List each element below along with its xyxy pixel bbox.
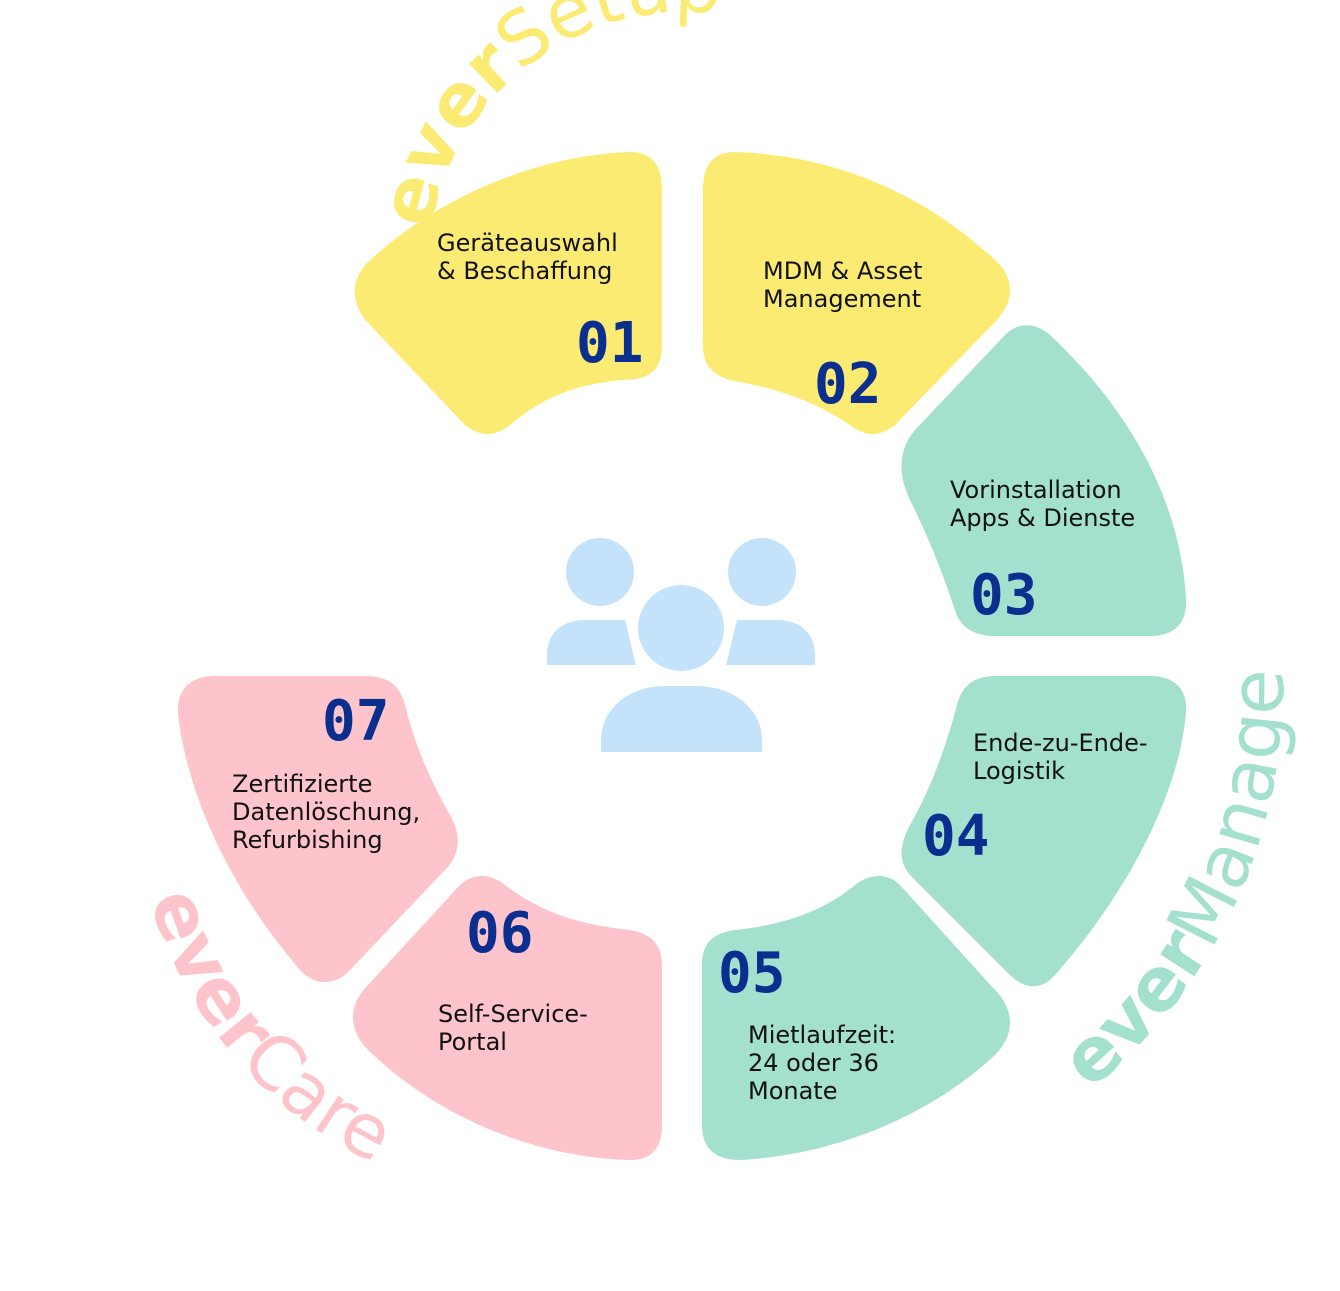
- segment-05-line-2: 24 oder 36: [748, 1049, 879, 1077]
- segment-04-shape: [901, 676, 1187, 987]
- segment-02-label: MDM & Asset Management: [763, 257, 930, 313]
- segment-02-shape: [703, 152, 1010, 434]
- segment-06-number: 06: [466, 901, 533, 966]
- segment-03-label: Vorinstallation Apps & Dienste: [950, 476, 1135, 532]
- segment-07-shape: [177, 676, 458, 982]
- person-left-body: [547, 620, 636, 665]
- segment-07-label: Zertifizierte Datenlöschung, Refurbishin…: [232, 770, 428, 854]
- segment-04-label: Ende-zu-Ende- Logistik: [973, 729, 1155, 785]
- person-right-head: [728, 538, 796, 606]
- segment-04-line-2: Logistik: [973, 757, 1065, 785]
- segment-06-line-1: Self-Service-: [438, 1000, 588, 1028]
- segment-07-line-3: Refurbishing: [232, 826, 383, 854]
- person-center-head: [638, 585, 724, 671]
- segment-06-shape: [353, 876, 662, 1160]
- segment-05: Mietlaufzeit: 24 oder 36 Monate 05: [702, 876, 1010, 1160]
- segment-07: Zertifizierte Datenlöschung, Refurbishin…: [177, 676, 458, 982]
- segment-06-label: Self-Service- Portal: [438, 1000, 595, 1056]
- segment-05-line-1: Mietlaufzeit:: [748, 1021, 896, 1049]
- segment-01-label: Geräteauswahl & Beschaffung: [437, 229, 625, 285]
- segment-01: Geräteauswahl & Beschaffung 01: [354, 152, 662, 434]
- segment-07-line-1: Zertifizierte: [232, 770, 372, 798]
- segment-01-shape: [354, 152, 662, 434]
- segment-07-number: 07: [322, 689, 389, 754]
- segment-05-label: Mietlaufzeit: 24 oder 36 Monate: [748, 1021, 904, 1105]
- segment-02: MDM & Asset Management 02: [703, 152, 1010, 434]
- users-group-icon: [547, 538, 815, 752]
- segment-03: Vorinstallation Apps & Dienste 03: [901, 325, 1187, 636]
- segment-06: Self-Service- Portal 06: [353, 876, 662, 1160]
- segment-01-line-1: Geräteauswahl: [437, 229, 618, 257]
- segment-05-number: 05: [718, 941, 785, 1006]
- segment-02-number: 02: [814, 352, 881, 417]
- segment-05-line-3: Monate: [748, 1077, 837, 1105]
- segment-07-line-2: Datenlöschung,: [232, 798, 420, 826]
- person-right-body: [726, 620, 815, 665]
- segment-01-line-2: & Beschaffung: [437, 257, 612, 285]
- segment-03-number: 03: [970, 563, 1037, 628]
- segment-06-line-2: Portal: [438, 1028, 507, 1056]
- segment-02-line-2: Management: [763, 285, 921, 313]
- segment-05-shape: [702, 876, 1010, 1160]
- segment-03-line-1: Vorinstallation: [950, 476, 1122, 504]
- segment-03-shape: [901, 325, 1187, 636]
- person-left-head: [566, 538, 634, 606]
- segment-04: Ende-zu-Ende- Logistik 04: [901, 676, 1187, 987]
- segment-01-number: 01: [576, 311, 643, 376]
- person-center-body: [601, 686, 762, 752]
- segment-04-number: 04: [922, 804, 989, 869]
- segment-04-line-1: Ende-zu-Ende-: [973, 729, 1148, 757]
- segment-02-line-1: MDM & Asset: [763, 257, 922, 285]
- segment-03-line-2: Apps & Dienste: [950, 504, 1135, 532]
